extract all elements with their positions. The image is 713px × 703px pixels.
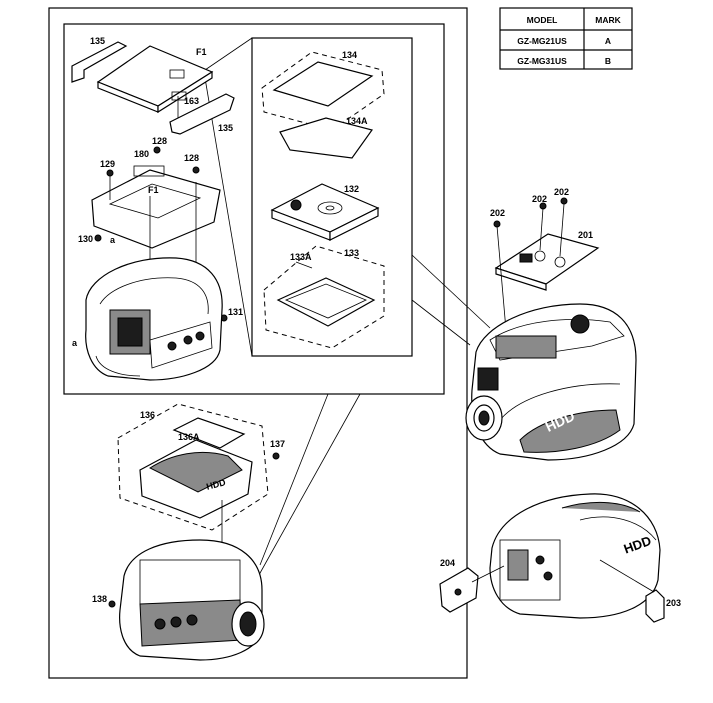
- table-cell-model: GZ-MG21US: [517, 36, 567, 46]
- camera-body-lower: [108, 539, 265, 661]
- screw-icon: [94, 234, 102, 242]
- callout-131: 131: [228, 307, 243, 317]
- callout-f1: F1: [196, 47, 207, 57]
- callout-180: 180: [134, 149, 149, 159]
- camera-body-upper: [85, 257, 223, 381]
- screw-icon: [153, 146, 161, 154]
- callout-130: 130: [78, 234, 93, 244]
- table-header-model: MODEL: [527, 15, 558, 25]
- callout-204: 204: [440, 558, 455, 568]
- callout-f1: F1: [148, 185, 159, 195]
- callout-a: a: [72, 338, 78, 348]
- callout-202: 202: [532, 194, 547, 204]
- model-table: MODEL MARK GZ-MG21US A GZ-MG31US B: [499, 7, 633, 70]
- callout-201: 201: [578, 230, 593, 240]
- callout-135: 135: [90, 36, 105, 46]
- bracket-201-group: [493, 197, 600, 331]
- callout-128: 128: [184, 153, 199, 163]
- screw-icon: [192, 166, 200, 174]
- top-cover-group: [117, 403, 280, 560]
- callout-128: 128: [152, 136, 167, 146]
- callout-134a: 134A: [346, 116, 368, 126]
- screw-icon: [560, 197, 568, 205]
- callout-138: 138: [92, 594, 107, 604]
- callout-202: 202: [554, 187, 569, 197]
- callout-136a: 136A: [178, 432, 200, 442]
- callout-133a: 133A: [290, 252, 312, 262]
- table-cell-model: GZ-MG31US: [517, 56, 567, 66]
- hdd-parts-panel: [261, 51, 385, 349]
- camcorder-icon: [465, 303, 637, 461]
- callout-137: 137: [270, 439, 285, 449]
- table-cell-mark: A: [605, 36, 611, 46]
- callout-163: 163: [184, 96, 199, 106]
- main-frame: [48, 7, 491, 679]
- callout-203: 203: [666, 598, 681, 608]
- table-cell-mark: B: [605, 56, 611, 66]
- hdd-cover-group: [71, 41, 235, 135]
- callout-129: 129: [100, 159, 115, 169]
- screw-icon: [272, 452, 280, 460]
- screw-icon: [106, 169, 114, 177]
- hdd-holder-group: [91, 146, 228, 322]
- callout-a: a: [110, 235, 116, 245]
- callout-202: 202: [490, 208, 505, 218]
- hdd-unit-icon: [439, 493, 665, 623]
- callout-135: 135: [218, 123, 233, 133]
- callout-132: 132: [344, 184, 359, 194]
- callout-136: 136: [140, 410, 155, 420]
- callout-133: 133: [344, 248, 359, 258]
- screw-icon: [108, 600, 116, 608]
- table-header-mark: MARK: [595, 15, 621, 25]
- hdd-mark-top: HDD: [205, 477, 227, 492]
- callout-134: 134: [342, 50, 357, 60]
